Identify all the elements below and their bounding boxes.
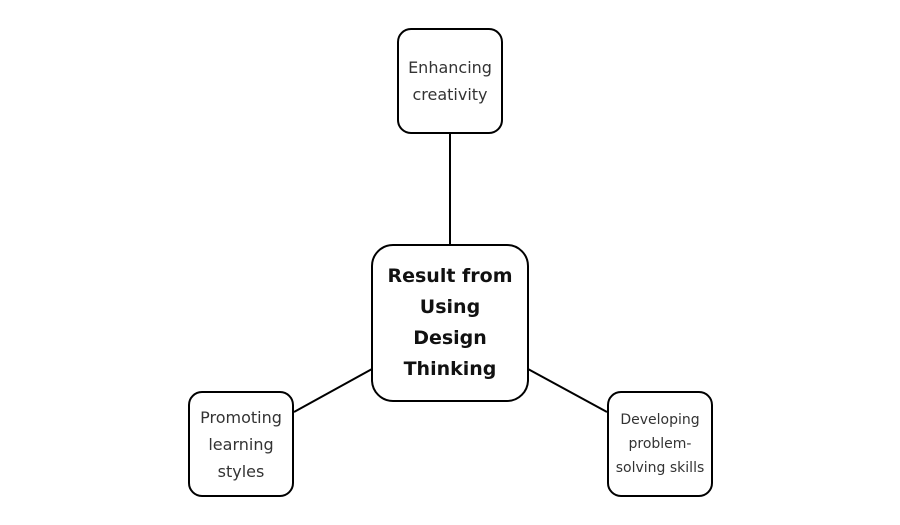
node-enhancing-creativity: Enhancing creativity bbox=[397, 28, 503, 134]
node-label: Enhancing creativity bbox=[408, 58, 492, 104]
node-label: Developing problem-solving skills bbox=[615, 412, 705, 476]
node-developing-problem-solving: Developing problem-solving skills bbox=[607, 391, 713, 497]
node-promoting-learning-styles: Promoting learning styles bbox=[188, 391, 294, 497]
node-label: Promoting learning styles bbox=[200, 407, 282, 481]
connector-right bbox=[527, 368, 608, 413]
connector-left bbox=[293, 368, 373, 413]
center-label: Result from Using Design Thinking bbox=[387, 265, 513, 380]
center-node: Result from Using Design Thinking bbox=[371, 244, 529, 402]
